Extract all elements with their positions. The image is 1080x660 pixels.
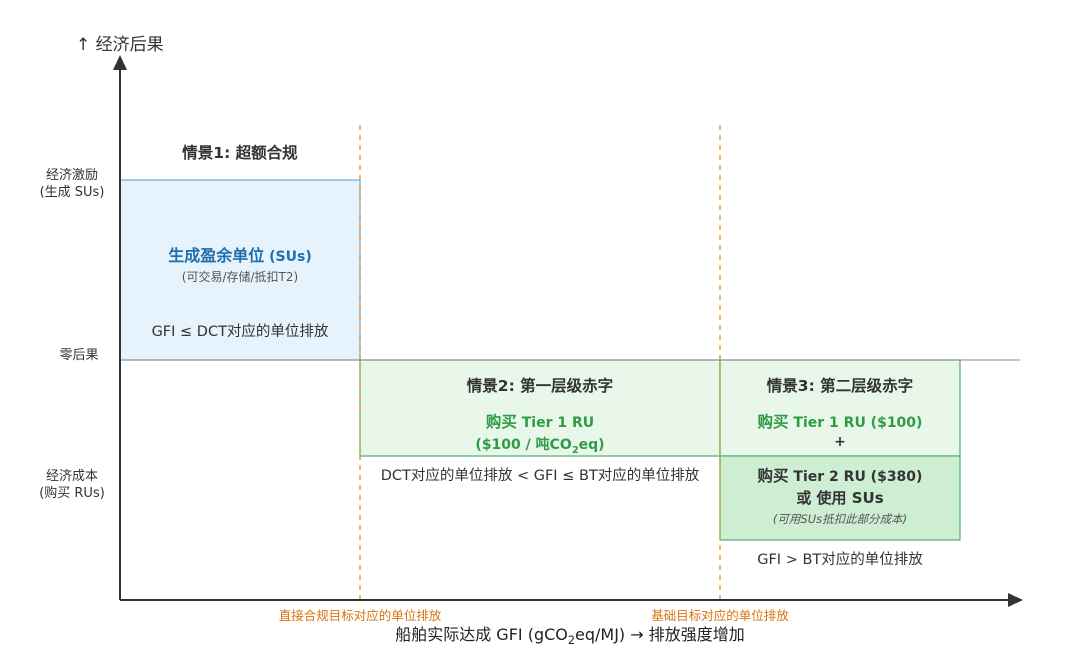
scenario1-box <box>119 179 361 361</box>
scenario2-price-post: eq) <box>578 437 605 453</box>
x-axis-title-pre: 船舶实际达成 GFI (gCO <box>395 625 568 644</box>
scenario3-tier2-box <box>719 455 961 541</box>
y-label-cost-line2: (购买 RUs) <box>39 486 105 501</box>
scenario3-tier2-buy-cn: 购买 <box>757 467 789 485</box>
scenario2-title: 情景2: 第一层级赤字 <box>466 377 614 395</box>
scenario2-condition: DCT对应的单位排放 < GFI ≤ BT对应的单位排放 <box>380 468 700 484</box>
y-label-incentive-line1: 经济激励 <box>45 168 98 183</box>
scenario3-tier1-buy-cn: 购买 <box>757 413 789 431</box>
y-label-incentive: 经济激励 (生成 SUs) <box>30 167 114 201</box>
x-marker-dct-label: 直接合规目标对应的单位排放 <box>278 608 442 623</box>
y-axis-arrow-icon <box>113 55 127 70</box>
scenario3-title: 情景3: 第二层级赤字 <box>766 377 914 395</box>
x-marker-bt-label: 基础目标对应的单位排放 <box>651 608 789 623</box>
scenario3-note: (可用SUs抵扣此部分成本) <box>772 512 908 526</box>
scenario1-condition: GFI ≤ DCT对应的单位排放 <box>151 324 329 340</box>
x-axis-arrow-icon <box>1008 593 1023 607</box>
scenario2-price: ($100 / 吨CO2eq) <box>360 434 720 456</box>
scenario3-tier1-buy: 购买 Tier 1 RU ($100) <box>720 410 960 432</box>
scenario2-price-pre: ($100 / 吨CO <box>475 437 572 453</box>
y-label-incentive-line2: (生成 SUs) <box>39 185 105 200</box>
scenario2-buy-cn: 购买 <box>485 413 517 431</box>
x-axis-title: 船舶实际达成 GFI (gCO2eq/MJ) → 排放强度增加 <box>300 621 840 647</box>
scenario1-title: 情景1: 超额合规 <box>182 144 298 162</box>
scenario3-tier2-buy: 购买 Tier 2 RU ($380) <box>720 464 960 486</box>
scenario1-main-cn: 生成盈余单位 <box>168 246 265 265</box>
scenario3-tier1-buy-en: Tier 1 RU ($100) <box>788 415 923 431</box>
y-label-zero: 零后果 <box>59 348 99 363</box>
y-label-cost: 经济成本 (购买 RUs) <box>30 468 114 502</box>
x-axis-title-sub: 2 <box>567 634 576 648</box>
scenario1-main-en: (SUs) <box>264 249 312 265</box>
y-axis-title: ↑ 经济后果 <box>76 35 164 55</box>
x-axis-title-post: eq/MJ) → 排放强度增加 <box>575 625 745 644</box>
scenario2-buy-en: Tier 1 RU <box>516 415 595 431</box>
scenario2-buy: 购买 Tier 1 RU <box>360 410 720 432</box>
scenario2-box <box>359 359 721 457</box>
scenario3-tier2-buy-en: Tier 2 RU ($380) <box>788 469 923 485</box>
scenario1-main: 生成盈余单位 (SUs) <box>120 242 360 266</box>
scenario3-plus: + <box>834 434 846 450</box>
y-label-cost-line1: 经济成本 <box>45 469 98 484</box>
scenario2-price-sub: 2 <box>571 444 579 456</box>
scenario3-or-use: 或 使用 SUs <box>796 489 884 507</box>
scenario3-condition: GFI > BT对应的单位排放 <box>757 552 923 568</box>
scenario1-sub: (可交易/存储/抵扣T2) <box>181 270 299 284</box>
